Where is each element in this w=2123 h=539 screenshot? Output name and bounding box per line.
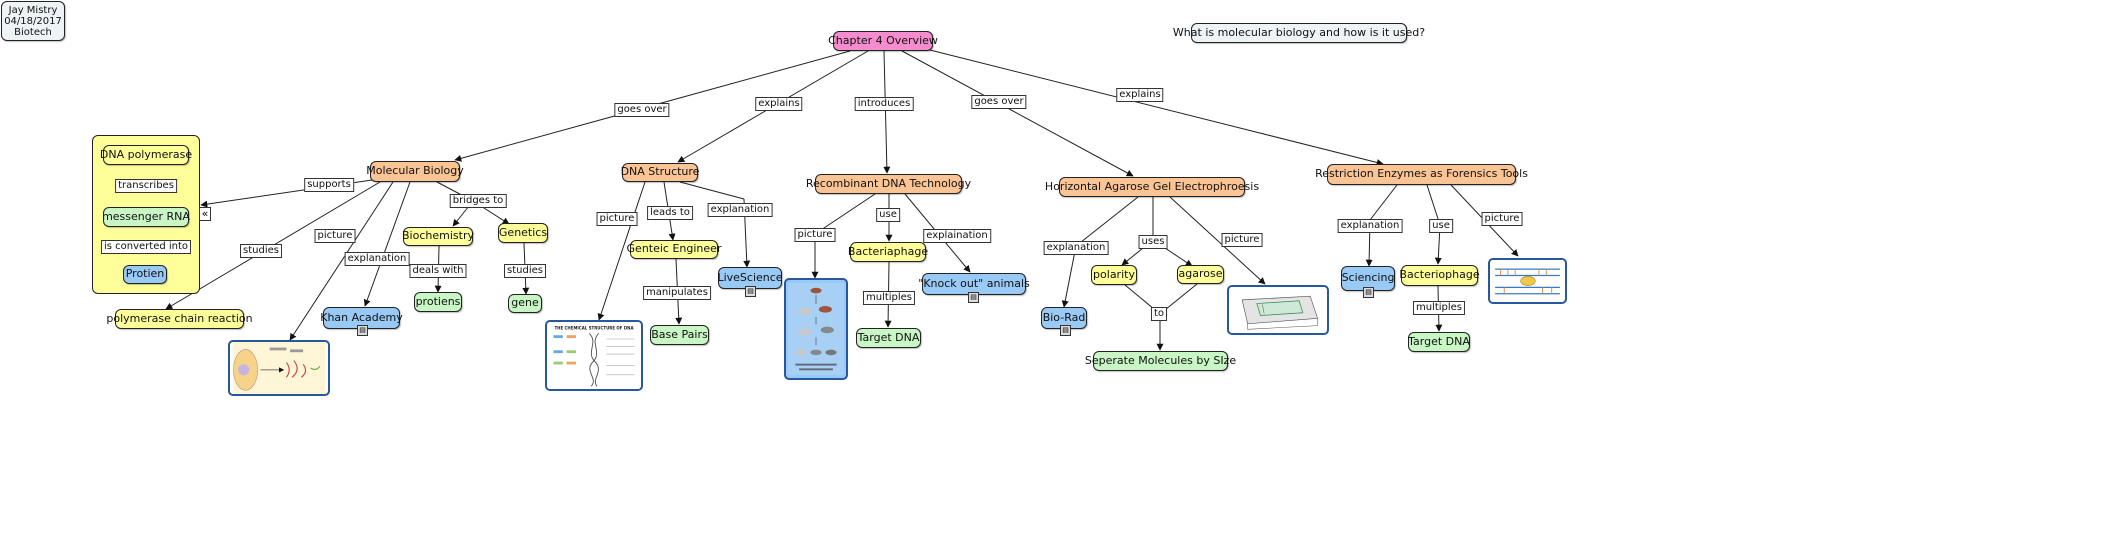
link-label-picture: picture [596,212,638,226]
link-label-explains: explains [755,97,803,111]
node-bacteriaphage[interactable]: Bacteriaphage [848,242,928,262]
link-label-introduces: introduces [854,97,914,111]
transcription-illustration [232,342,326,394]
author-name: Jay Mistry [8,4,58,16]
node-target-dna[interactable]: Target DNA [1408,332,1470,352]
dna-structure-illustration: THE CHEMICAL STRUCTURE OF DNA [547,322,641,389]
node-genetics[interactable]: Genetics [498,223,548,243]
link-label-studies: studies [240,244,282,258]
link-label-bridges-to: bridges to [449,194,507,208]
link-label-manipulates: manipulates [643,286,711,300]
image-thumbnail-restriction-enzyme[interactable] [1488,258,1567,304]
root-node-chapter-overview[interactable]: Chapter 4 Overview [828,31,938,51]
node-polarity[interactable]: polarity [1091,265,1137,285]
web-resource-icon[interactable]: ▤ [357,325,368,336]
link-label-use: use [876,208,900,222]
author-course: Biotech [14,26,52,38]
link-label-multiples: multiples [862,291,916,305]
link-label-studies: studies [504,264,546,278]
link-label-use: use [1429,219,1453,233]
node-agarose[interactable]: agarose [1177,265,1224,284]
web-resource-icon[interactable]: ▤ [1060,325,1071,336]
node-protiens[interactable]: protiens [414,292,462,312]
topic-node-dna-structure[interactable]: DNA Structure [621,163,699,182]
link-label-explanation: explanation [344,252,410,266]
node-genetic-engineer[interactable]: Genteic Engineer [627,240,721,259]
node-bacteriophage[interactable]: Bacteriophage [1399,265,1480,286]
link-label-picture: picture [794,228,836,242]
topic-node-restriction-enzymes[interactable]: Restriction Enzymes as Forensics Tools [1315,164,1528,185]
node-target-dna[interactable]: Target DNA [856,328,921,348]
concept-map-canvas: Jay Mistry 04/18/2017 Biotech What is mo… [1,1,1567,396]
image-thumbnail-transcription[interactable] [228,340,330,396]
node-polymerase-chain-reaction[interactable]: polymerase chain reaction [106,309,253,329]
author-date: 04/18/2017 [4,15,62,27]
web-resource-icon[interactable]: ▤ [968,292,979,303]
link-label-transcribes: transcribes [115,179,177,193]
link-label-explanation: explanation [1043,241,1109,255]
link-label-uses: uses [1138,235,1168,249]
link-label-goes-over: goes over [614,103,670,117]
link-label-supports: supports [304,178,354,192]
author-info-box: Jay Mistry 04/18/2017 Biotech [1,1,65,41]
topic-node-recombinant-dna[interactable]: Recombinant DNA Technology [806,174,971,194]
topic-node-molecular-biology[interactable]: Molecular Biology [366,161,464,182]
link-label-goes-over: goes over [971,95,1027,109]
image-thumbnail-knockout-mice[interactable] [784,278,848,380]
collapse-group-icon[interactable]: « [199,207,211,221]
link-label-to: to [1150,307,1168,321]
node-protien[interactable]: Protien [123,265,167,284]
web-resource-icon[interactable]: ▤ [745,286,756,297]
gel-box-illustration [1231,287,1325,333]
resource-node-bio-rad[interactable]: Bio-Rad [1041,307,1087,329]
node-biochemistry[interactable]: Biochemistry [402,227,474,246]
node-dna-polymerase[interactable]: DNA polymerase [100,145,192,165]
topic-node-gel-electrophoresis[interactable]: Horizontal Agarose Gel Electrophroesis [1045,177,1259,197]
link-label-explains: explains [1116,88,1164,102]
image-thumbnail-dna-structure[interactable]: THE CHEMICAL STRUCTURE OF DNA [545,320,643,391]
node-messenger-rna[interactable]: messenger RNA [102,207,190,227]
link-label-multiples: multiples [1412,301,1466,315]
link-label-deals-with: deals with [409,264,467,278]
link-label-picture: picture [314,229,356,243]
resource-node-livescience[interactable]: LiveScience [717,267,783,289]
knockout-mice-illustration [787,283,845,375]
link-label-picture: picture [1221,233,1263,247]
node-base-pairs[interactable]: Base Pairs [650,325,709,345]
node-separate-molecules[interactable]: Seperate Molecules by SIze [1085,351,1236,371]
link-label-is-converted-into: is converted into [100,240,192,254]
link-label-picture: picture [1481,212,1523,226]
link-label-explanation: explanation [707,203,773,217]
thumbnail-title: THE CHEMICAL STRUCTURE OF DNA [554,326,634,331]
focus-question: What is molecular biology and how is it … [1173,23,1425,43]
link-label-explanation: explanation [1337,219,1403,233]
restriction-enzyme-illustration [1491,260,1564,302]
image-thumbnail-gel-box[interactable] [1227,285,1329,335]
node-gene[interactable]: gene [508,294,542,313]
link-label-leads-to: leads to [647,206,693,220]
web-resource-icon[interactable]: ▤ [1363,287,1374,298]
link-label-explaination: explaination [923,229,991,243]
